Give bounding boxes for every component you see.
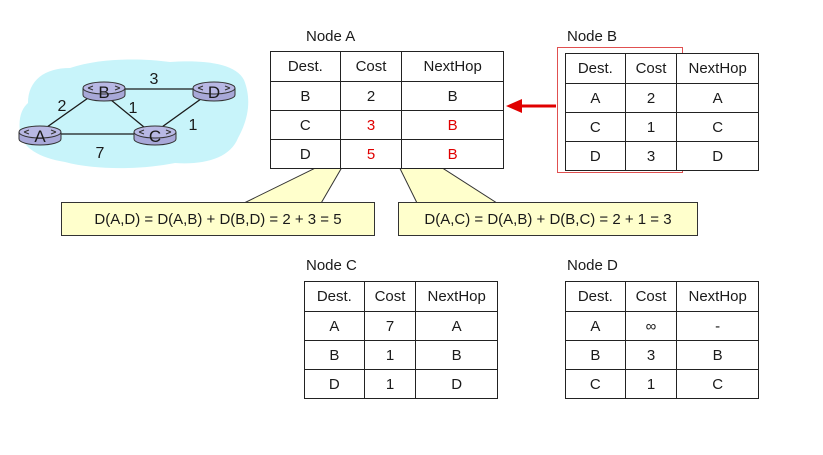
cost-cell: ∞ [624, 311, 678, 341]
table-row: C 1 C [565, 369, 759, 399]
edge-b-c [104, 94, 151, 133]
callout-distance-a-d: D(A,D) = D(A,B) + D(B,D) = 2 + 3 = 5 [61, 202, 375, 236]
dest-cell: A [565, 311, 626, 341]
routing-table-node-c: Dest. Cost NextHop A 7 A B 1 B D 1 D [304, 281, 498, 399]
cost-cell: 1 [624, 112, 678, 142]
edge-weight-b-d: 3 [150, 71, 159, 88]
network-cloud [19, 59, 249, 169]
header-cost: Cost [624, 281, 678, 312]
nexthop-cell-updated: B [401, 110, 504, 140]
nexthop-cell: D [676, 141, 759, 171]
dest-cell: D [565, 141, 626, 171]
header-nexthop: NextHop [401, 51, 504, 82]
table-row: A ∞ - [565, 311, 759, 341]
cost-cell: 1 [363, 340, 417, 370]
header-cost: Cost [339, 51, 403, 82]
header-cost: Cost [363, 281, 417, 312]
dest-cell: A [565, 83, 626, 113]
nexthop-cell: B [415, 340, 498, 370]
nexthop-cell: A [415, 311, 498, 341]
header-cost: Cost [624, 53, 678, 84]
cost-cell: 1 [624, 369, 678, 399]
routing-table-node-a: Dest. Cost NextHop B 2 B C 3 B D 5 B [270, 51, 504, 169]
table-row: B 2 B [270, 81, 504, 111]
cost-cell-updated: 3 [339, 110, 403, 140]
nexthop-cell: A [676, 83, 759, 113]
dest-cell: A [304, 311, 365, 341]
header-dest: Dest. [565, 281, 626, 312]
table-row: D 1 D [304, 369, 498, 399]
header-dest: Dest. [270, 51, 341, 82]
nexthop-cell: B [401, 81, 504, 111]
graph-node-label-c: C [149, 127, 161, 146]
cost-cell: 3 [624, 141, 678, 171]
table-header-row: Dest. Cost NextHop [565, 281, 759, 312]
table-row: A 7 A [304, 311, 498, 341]
update-arrow-head-icon [506, 99, 522, 113]
graph-node-label-a: A [34, 127, 46, 146]
edge-weight-a-b: 2 [58, 98, 67, 115]
table-header-row: Dest. Cost NextHop [304, 281, 498, 312]
cost-cell: 3 [624, 340, 678, 370]
cost-cell: 7 [363, 311, 417, 341]
cost-cell-updated: 5 [339, 139, 403, 169]
dest-cell: D [304, 369, 365, 399]
edge-weight-a-c: 7 [96, 145, 105, 162]
router-node-d-icon [192, 81, 236, 102]
table-header-row: Dest. Cost NextHop [270, 51, 504, 82]
table-row: A 2 A [565, 83, 759, 113]
header-dest: Dest. [304, 281, 365, 312]
cost-cell: 2 [339, 81, 403, 111]
nexthop-cell: C [676, 369, 759, 399]
graph-node-label-d: D [208, 83, 220, 102]
node-a-title: Node A [306, 28, 356, 45]
header-nexthop: NextHop [676, 53, 759, 84]
nexthop-cell: C [676, 112, 759, 142]
edge-weight-c-d: 1 [189, 117, 198, 134]
nexthop-cell: - [676, 311, 759, 341]
graph-node-label-b: B [98, 83, 109, 102]
cost-cell: 1 [363, 369, 417, 399]
table-row: C 3 B [270, 110, 504, 140]
table-row: D 3 D [565, 141, 759, 171]
dest-cell: C [565, 112, 626, 142]
router-node-b-icon [82, 81, 126, 102]
nexthop-cell-updated: B [401, 139, 504, 169]
dest-cell: B [270, 81, 341, 111]
header-nexthop: NextHop [415, 281, 498, 312]
routing-table-node-b: Dest. Cost NextHop A 2 A C 1 C D 3 D [565, 53, 759, 171]
dest-cell: B [304, 340, 365, 370]
node-c-title: Node C [306, 257, 357, 274]
table-row: B 1 B [304, 340, 498, 370]
edge-weight-b-c: 1 [129, 100, 138, 117]
dest-cell: D [270, 139, 341, 169]
dest-cell: C [270, 110, 341, 140]
cost-cell: 2 [624, 83, 678, 113]
node-d-title: Node D [567, 257, 618, 274]
table-header-row: Dest. Cost NextHop [565, 53, 759, 84]
dest-cell: C [565, 369, 626, 399]
router-node-c-icon [133, 125, 177, 146]
callout-distance-a-c: D(A,C) = D(A,B) + D(B,C) = 2 + 1 = 3 [398, 202, 698, 236]
header-nexthop: NextHop [676, 281, 759, 312]
dest-cell: B [565, 340, 626, 370]
node-b-title: Node B [567, 28, 618, 45]
routing-table-node-d: Dest. Cost NextHop A ∞ - B 3 B C 1 C [565, 281, 759, 399]
table-row: C 1 C [565, 112, 759, 142]
table-row: D 5 B [270, 139, 504, 169]
header-dest: Dest. [565, 53, 626, 84]
nexthop-cell: B [676, 340, 759, 370]
table-row: B 3 B [565, 340, 759, 370]
router-node-a-icon [18, 125, 62, 146]
nexthop-cell: D [415, 369, 498, 399]
